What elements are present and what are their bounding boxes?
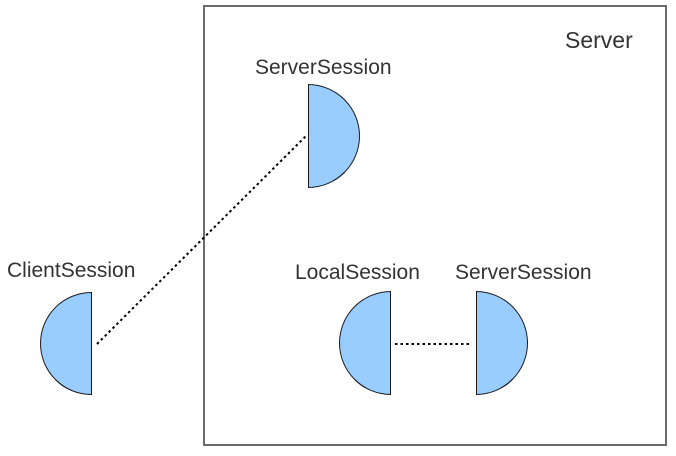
node-label-server-session-top: ServerSession [255,56,392,79]
connector-clientsession-to-serversession [96,135,307,345]
node-label-client-session: ClientSession [7,259,136,282]
node-label-server-session-bottom: ServerSession [455,261,592,284]
node-label-local-session: LocalSession [295,261,420,284]
server-boundary-box [203,5,667,446]
server-box-title: Server [565,27,633,53]
